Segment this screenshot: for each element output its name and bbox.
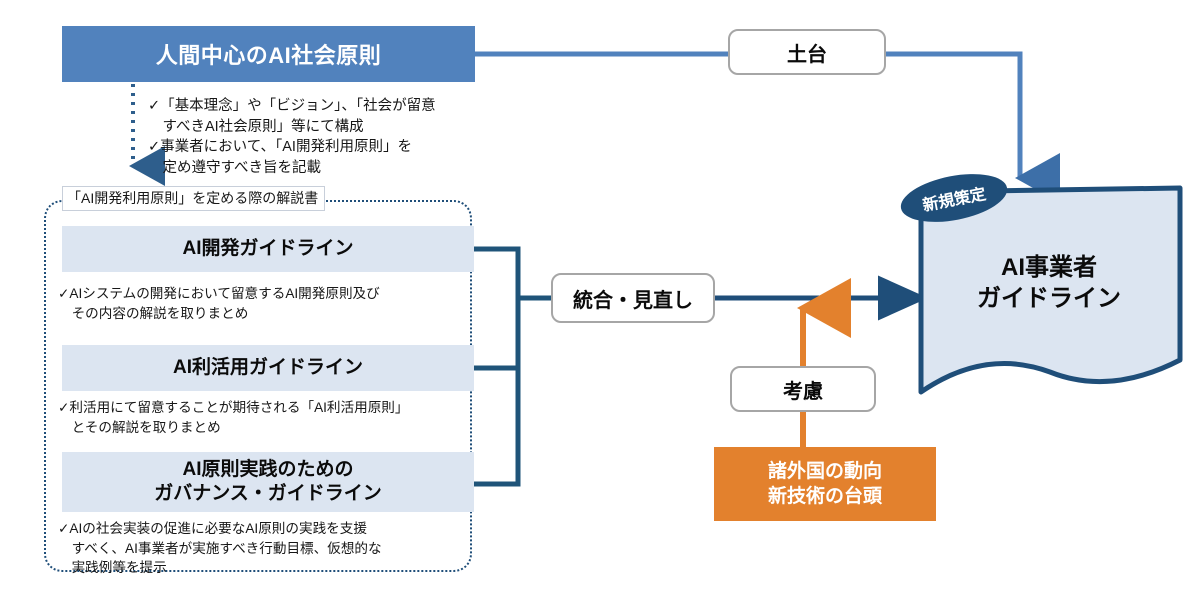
guideline-card-utilization-title: AI利活用ガイドライン (172, 357, 363, 379)
guideline-desc-governance-line-3: 実践例等を提示 (58, 560, 167, 576)
new-establishment-badge-label: 新規策定 (921, 186, 988, 215)
top-bullet-line-2: すべきAI社会原則」等にて構成 (148, 118, 364, 135)
guideline-card-governance[interactable]: AI原則実践のための ガバナンス・ガイドライン (62, 452, 474, 512)
top-principle-label: 人間中心のAI社会原則 (155, 43, 382, 68)
guideline-card-development-title: AI開発ガイドライン (182, 238, 354, 260)
top-bullet-line-3: ✓事業者において、「AI開発利用原則」を (148, 139, 412, 156)
pill-foundation[interactable]: 土台 (728, 29, 886, 75)
guideline-desc-governance-line-2: すべく、AI事業者が実施すべき行動目標、仮想的な (58, 540, 382, 556)
guideline-card-governance-title-line-2: ガバナンス・ガイドライン (154, 483, 382, 504)
external-trends-box[interactable]: 諸外国の動向 新技術の台頭 (714, 447, 936, 521)
external-trends-line-2: 新技術の台頭 (767, 486, 882, 507)
pill-merge-revise[interactable]: 統合・見直し (551, 273, 715, 323)
guideline-desc-development: ✓AIシステムの開発において留意するAI開発原則及び その内容の解説を取りまとめ (58, 284, 487, 323)
main-document-label: AI事業者 ガイドライン (915, 252, 1183, 314)
pill-foundation-label: 土台 (787, 43, 827, 66)
dotted-group-label: 「AI開発利用原則」を定める際の解説書 (62, 186, 326, 211)
guideline-desc-development-line-2: その内容の解説を取りまとめ (58, 305, 249, 321)
pill-consider-label: 考慮 (783, 380, 823, 403)
guideline-desc-utilization-line-2: とその解説を取りまとめ (58, 419, 221, 435)
pill-consider[interactable]: 考慮 (730, 366, 876, 412)
guideline-desc-governance-line-1: ✓AIの社会実装の促進に必要なAI原則の実践を支援 (58, 521, 367, 536)
top-bullet-line-1: ✓「基本理念」や「ビジョン」、「社会が留意 (148, 98, 436, 114)
guideline-card-development[interactable]: AI開発ガイドライン (62, 226, 474, 272)
external-trends-line-1: 諸外国の動向 (767, 460, 882, 482)
guideline-card-governance-title: AI原則実践のための ガバナンス・ガイドライン (154, 458, 382, 506)
guideline-card-governance-title-line-1: AI原則実践のための (182, 459, 354, 481)
pill-merge-revise-label: 統合・見直し (573, 289, 693, 312)
main-document-line-1: AI事業者 (1001, 254, 1097, 281)
guideline-desc-utilization-line-1: ✓利活用にて留意することが期待される「AI利活用原則」 (58, 400, 409, 415)
guideline-card-utilization[interactable]: AI利活用ガイドライン (62, 345, 474, 391)
guideline-desc-utilization: ✓利活用にて留意することが期待される「AI利活用原則」 とその解説を取りまとめ (58, 398, 487, 437)
top-principle-box[interactable]: 人間中心のAI社会原則 (62, 26, 475, 82)
top-bullets-list: ✓「基本理念」や「ビジョン」、「社会が留意 すべきAI社会原則」等にて構成 ✓事… (148, 96, 478, 178)
main-document-box[interactable]: AI事業者 ガイドライン (915, 186, 1183, 401)
main-document-line-2: ガイドライン (977, 285, 1121, 313)
top-bullet-line-4: 定め遵守すべき旨を記載 (148, 159, 321, 176)
guideline-desc-development-line-1: ✓AIシステムの開発において留意するAI開発原則及び (58, 286, 380, 301)
guideline-desc-governance: ✓AIの社会実装の促進に必要なAI原則の実践を支援 すべく、AI事業者が実施すべ… (58, 519, 487, 578)
